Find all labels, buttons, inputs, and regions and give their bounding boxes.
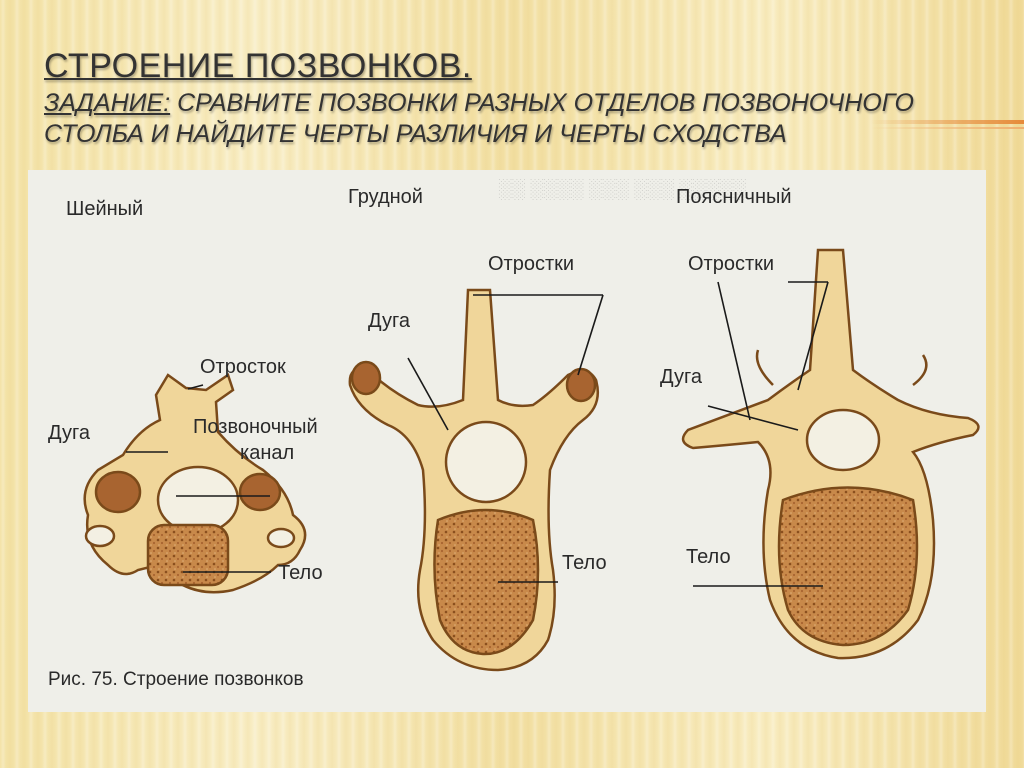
- vertebrae-illustration: [83, 248, 980, 672]
- label-cervical-canal-2: канал: [240, 442, 295, 464]
- title-block: СТРОЕНИЕ ПОЗВОНКОВ. ЗАДАНИЕ: СРАВНИТЕ ПО…: [44, 46, 1004, 150]
- task-text: ЗАДАНИЕ: СРАВНИТЕ ПОЗВОНКИ РАЗНЫХ ОТДЕЛО…: [44, 88, 1004, 150]
- label-cervical-body: Тело: [278, 562, 323, 584]
- label-thoracic: Грудной: [348, 186, 423, 208]
- task-body: СРАВНИТЕ ПОЗВОНКИ РАЗНЫХ ОТДЕЛОВ ПОЗВОНО…: [44, 89, 914, 148]
- ghost-text: ░░ ░░░░ ░░░ ░░░ ░░░░░: [498, 179, 746, 200]
- thoracic-vertebra: [348, 288, 600, 672]
- label-thoracic-arch: Дуга: [368, 310, 410, 332]
- label-thoracic-processes: Отростки: [488, 253, 575, 275]
- cervical-vertebra: [83, 373, 307, 594]
- label-cervical-process: Отросток: [200, 356, 286, 378]
- label-cervical-canal-1: Позвоночный: [193, 416, 318, 438]
- slide-title: СТРОЕНИЕ ПОЗВОНКОВ.: [44, 47, 472, 85]
- decorative-stripe-2: [870, 127, 1024, 129]
- label-lumbar-arch: Дуга: [660, 366, 702, 388]
- label-thoracic-body: Тело: [562, 552, 607, 574]
- task-label: ЗАДАНИЕ:: [44, 89, 171, 117]
- label-cervical-arch: Дуга: [48, 422, 90, 444]
- figure-caption: Рис. 75. Строение позвонков: [48, 669, 304, 690]
- decorative-stripe: [870, 120, 1024, 124]
- label-lumbar-processes: Отростки: [688, 253, 775, 275]
- leader-lines: [126, 281, 829, 587]
- label-lumbar: Поясничный: [676, 186, 792, 208]
- lumbar-vertebra: [681, 248, 980, 660]
- label-lumbar-body: Тело: [686, 546, 731, 568]
- label-cervical: Шейный: [66, 198, 144, 220]
- vertebrae-figure: ░░ ░░░░ ░░░ ░░░ ░░░░░ Шейный Отросток Ду…: [28, 170, 986, 712]
